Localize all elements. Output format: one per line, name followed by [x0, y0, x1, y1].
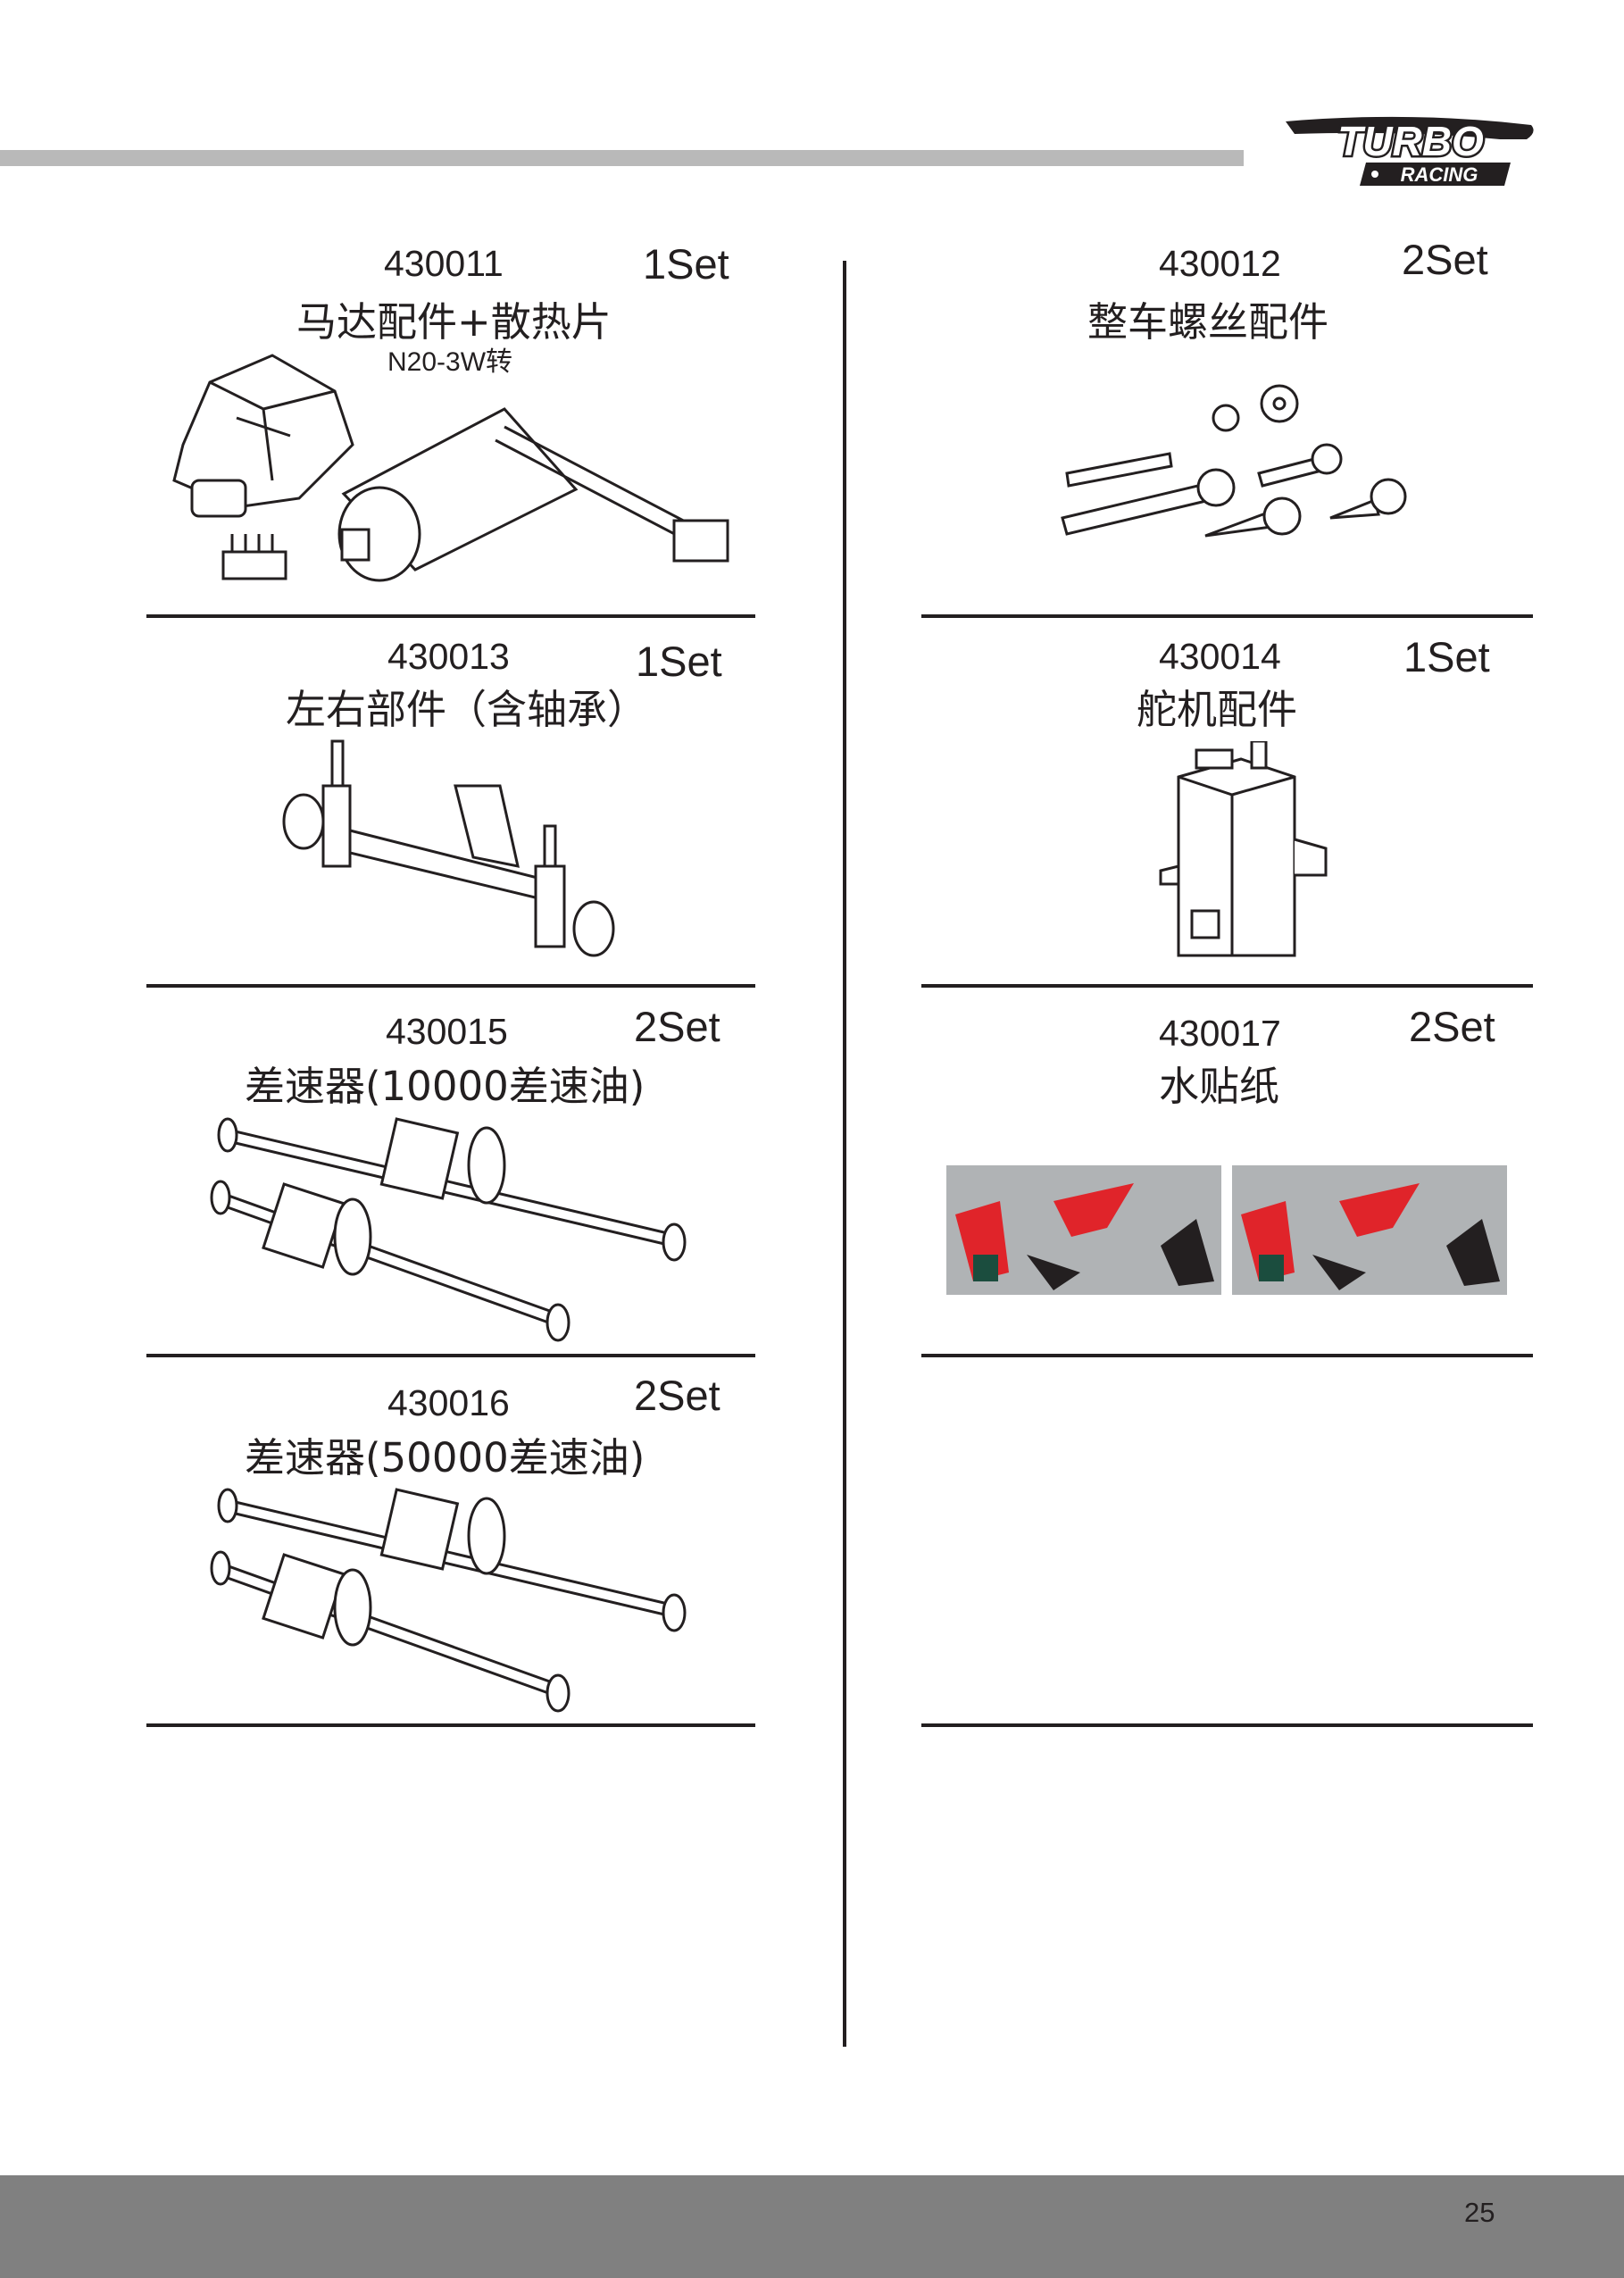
part-qty: 2Set [634, 1372, 720, 1419]
part-code: 430014 [1159, 636, 1281, 677]
part-qty: 1Set [643, 240, 729, 288]
section-divider [146, 1354, 755, 1357]
differential-50000-illustration [210, 1488, 687, 1713]
decal-sheet [1232, 1165, 1507, 1295]
turbo-racing-logo: TURBO RACING [1286, 116, 1534, 186]
part-name: 舵机配件 [1137, 686, 1298, 733]
part-code: 430016 [387, 1382, 510, 1423]
motor-heatsink-illustration [172, 354, 729, 582]
part-name: 整车螺丝配件 [1087, 298, 1329, 346]
part-code: 430012 [1159, 243, 1281, 284]
part-name: 马达配件+散热片 [296, 298, 612, 346]
center-divider [843, 261, 846, 2047]
part-qty: 2Set [1409, 1003, 1495, 1050]
section-divider [921, 1723, 1533, 1727]
header-bar [0, 150, 1244, 166]
section-divider [146, 1723, 755, 1727]
decal-sheets-illustration [946, 1165, 1507, 1295]
differential-10000-illustration [210, 1117, 687, 1342]
left-right-parts-illustration [282, 739, 615, 957]
part-qty: 2Set [634, 1003, 720, 1050]
part-name: 差速器(50000差速油) [245, 1434, 645, 1481]
part-name: 左右部件（含轴承） [286, 686, 648, 733]
screws-illustration [1061, 384, 1407, 538]
logo-text-racing: RACING [1401, 163, 1478, 186]
servo-illustration [1159, 741, 1328, 957]
part-code: 430017 [1159, 1013, 1281, 1054]
part-name: 差速器(10000差速油) [245, 1063, 645, 1110]
section-divider [921, 1354, 1533, 1357]
part-note: N20-3W转 [387, 347, 513, 377]
part-name: 水贴纸 [1159, 1063, 1280, 1110]
page-number: 25 [1464, 2197, 1495, 2228]
logo-text-turbo: TURBO [1337, 118, 1484, 164]
part-qty: 2Set [1402, 236, 1488, 283]
decal-sheet [946, 1165, 1221, 1295]
section-divider [921, 614, 1533, 618]
section-divider [921, 984, 1533, 988]
part-code: 430013 [387, 636, 510, 677]
part-qty: 1Set [636, 638, 722, 685]
part-qty: 1Set [1403, 633, 1490, 680]
part-code: 430011 [384, 243, 504, 284]
footer-bar [0, 2175, 1624, 2278]
part-code: 430015 [386, 1011, 508, 1052]
section-divider [146, 984, 755, 988]
section-divider [146, 614, 755, 618]
